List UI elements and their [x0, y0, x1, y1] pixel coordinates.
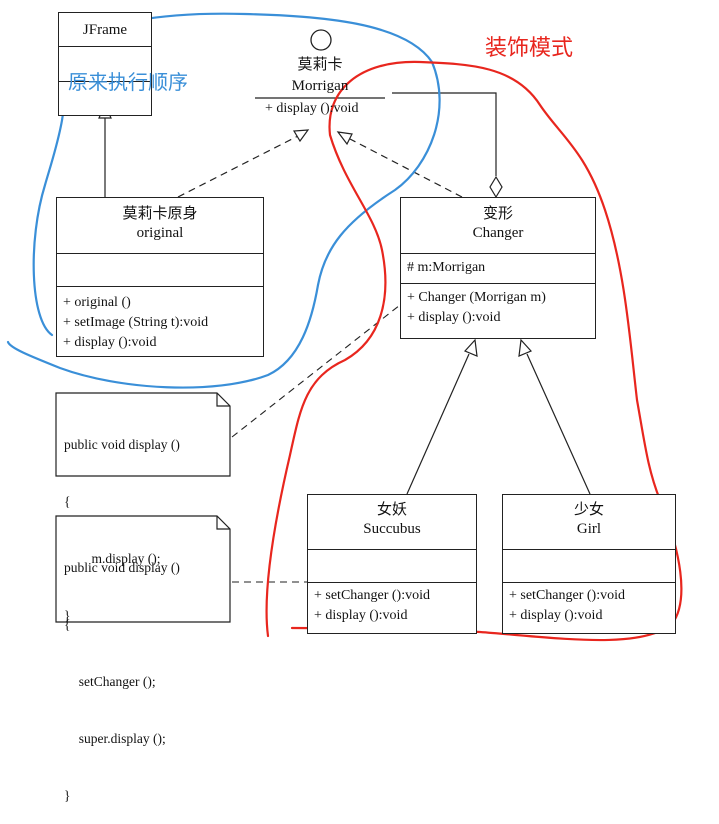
jframe-class-box: JFrame — [58, 12, 152, 116]
note1-shape — [55, 392, 231, 477]
girl-operation: + display ():void — [509, 608, 603, 623]
succubus-attributes-section — [308, 550, 476, 583]
original-name-en: original — [136, 225, 184, 241]
original-name-cn: 莫莉卡原身 — [122, 206, 198, 222]
changer-name-en: Changer — [472, 225, 524, 241]
note-line: } — [64, 788, 71, 803]
note-line: public void display () — [64, 560, 180, 575]
red-annotation-loop — [265, 60, 683, 642]
original-class-box: 莫莉卡原身 original + original () + setImage … — [56, 197, 264, 357]
note1-fold — [216, 393, 230, 407]
succubus-name-cn: 女妖 — [376, 502, 407, 518]
changer-aggregates-morrigan-line — [392, 92, 497, 176]
morrigan-name-cn: 莫莉卡 — [297, 57, 343, 73]
succubus-operation: + display ():void — [314, 608, 408, 623]
note-line: { — [64, 617, 71, 632]
note1-code: public void display () { m.display (); } — [64, 397, 180, 644]
changer-operations-section: + Changer (Morrigan m) + display ():void — [401, 284, 595, 328]
blue-annotation-label: 原来执行顺序 — [68, 70, 188, 94]
note-line: public void display () — [64, 437, 180, 452]
morrigan-operation: + display ():void — [265, 101, 359, 116]
jframe-class-name: JFrame — [59, 13, 151, 47]
note2-fold — [216, 516, 230, 530]
original-implements-morrigan-line — [177, 135, 299, 198]
original-operations-section: + original () + setImage (String t):void… — [57, 287, 263, 353]
red-annotation-label: 装饰模式 — [485, 36, 574, 61]
girl-operations-section: + setChanger ():void + display ():void — [503, 583, 675, 626]
note-line: setChanger (); — [72, 674, 156, 689]
changer-attributes-section: # m:Morrigan — [401, 254, 595, 284]
diagram-canvas — [6, 12, 683, 642]
realization-arrow-icon — [336, 131, 353, 146]
girl-header-section: 少女 Girl — [503, 495, 675, 550]
note2-shape — [55, 515, 231, 623]
note2-code: public void display () { setChanger (); … — [64, 520, 180, 824]
girl-attributes-section — [503, 550, 675, 583]
succubus-header-section: 女妖 Succubus — [308, 495, 476, 550]
morrigan-interface: 莫莉卡 Morrigan + display ():void — [255, 56, 385, 117]
changer-operation: + display ():void — [407, 310, 501, 325]
changer-class-box: 变形 Changer # m:Morrigan + Changer (Morri… — [400, 197, 596, 339]
note-line: super.display (); — [72, 731, 166, 746]
girl-name-cn: 少女 — [573, 502, 604, 518]
changer-attribute: # m:Morrigan — [407, 260, 486, 275]
realization-arrow-icon — [292, 129, 310, 143]
changer-header-section: 变形 Changer — [401, 198, 595, 254]
original-operation: + setImage (String t):void — [63, 315, 209, 330]
original-header-section: 莫莉卡原身 original — [57, 198, 263, 254]
morrigan-name-en: Morrigan — [291, 78, 349, 94]
note-line: { — [64, 494, 71, 509]
girl-extends-changer-line — [526, 353, 591, 495]
inheritance-arrow-icon — [463, 338, 478, 357]
succubus-class-box: 女妖 Succubus + setChanger ():void + displ… — [307, 494, 477, 634]
succubus-name-en: Succubus — [363, 521, 421, 537]
changer-implements-morrigan-line — [349, 138, 463, 198]
changer-name-cn: 变形 — [482, 206, 513, 222]
aggregation-diamond-icon — [489, 175, 503, 199]
girl-operation: + setChanger ():void — [509, 588, 625, 603]
changer-operation: + Changer (Morrigan m) — [407, 290, 546, 305]
note-line: } — [64, 608, 71, 623]
succubus-operation: + setChanger ():void — [314, 588, 430, 603]
original-operation: + display ():void — [63, 335, 157, 350]
succubus-extends-changer-line — [406, 353, 470, 495]
inheritance-arrow-icon — [518, 338, 533, 357]
interface-lollipop-icon — [310, 29, 332, 51]
girl-name-en: Girl — [576, 521, 602, 537]
jframe-attributes-section — [59, 47, 151, 82]
original-operation: + original () — [63, 295, 131, 310]
succubus-operations-section: + setChanger ():void + display ():void — [308, 583, 476, 626]
girl-class-box: 少女 Girl + setChanger ():void + display (… — [502, 494, 676, 634]
original-attributes-section — [57, 254, 263, 287]
note-line: m.display (); — [78, 551, 161, 566]
